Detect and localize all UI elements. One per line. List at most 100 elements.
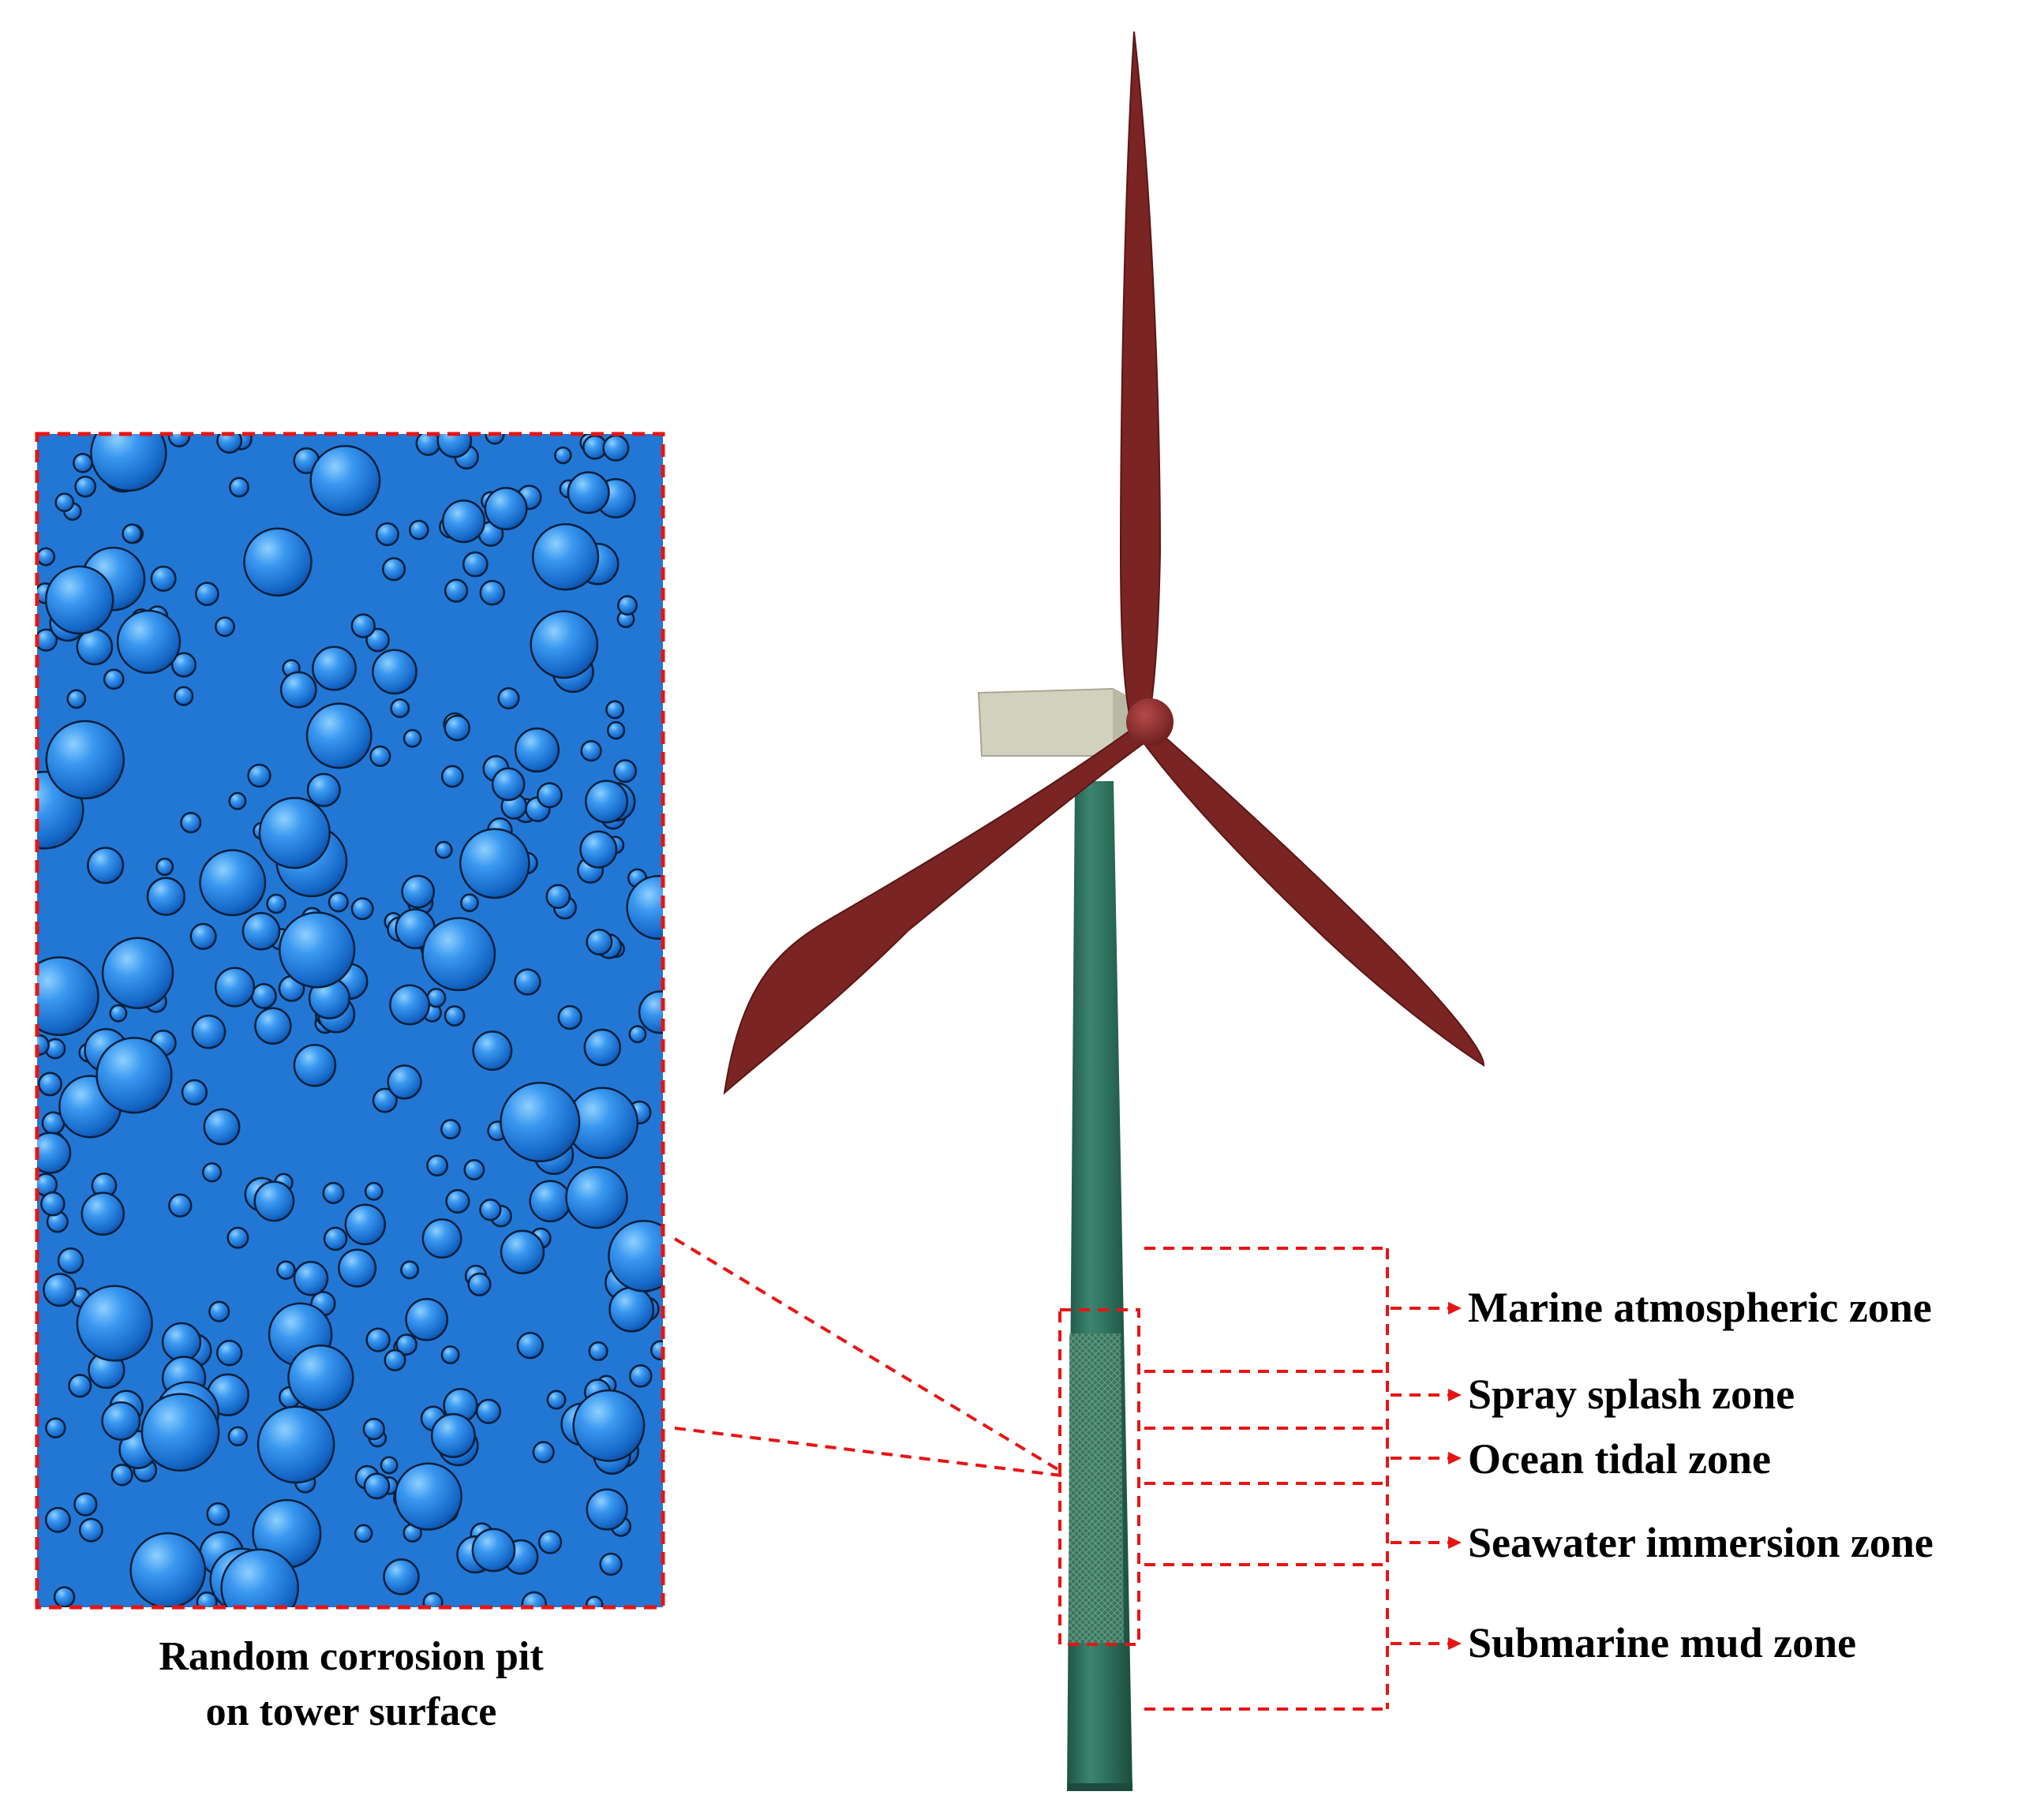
corrosion-pit xyxy=(354,1524,373,1543)
corrosion-pit xyxy=(168,1193,193,1217)
corrosion-pit xyxy=(215,616,235,638)
rotor-blades xyxy=(723,31,1485,1095)
corrosion-pit xyxy=(37,547,56,567)
corrosion-pit xyxy=(101,937,174,1009)
corrosion-pit xyxy=(181,1079,208,1106)
corrosion-pit xyxy=(189,922,217,950)
corrosion-pit xyxy=(122,523,143,544)
corrosion-pit xyxy=(516,1332,544,1360)
corrosion-pit xyxy=(445,1188,470,1214)
corrosion-pit xyxy=(500,1229,545,1274)
corrosion-pit xyxy=(380,1456,399,1475)
corrosion-pit xyxy=(201,1162,223,1183)
caption-line-1: Random corrosion pit xyxy=(159,1634,544,1679)
corrosion-pit xyxy=(150,565,177,592)
corrosion-pit xyxy=(74,475,97,498)
corrosion-pit xyxy=(441,499,486,544)
corrosion-pit xyxy=(382,557,406,582)
corrosion-pit xyxy=(44,1506,71,1533)
corrosion-pit xyxy=(602,434,630,462)
corrosion-pit xyxy=(430,1412,476,1458)
corrosion-pit xyxy=(626,874,663,941)
corrosion-pit xyxy=(514,968,541,996)
corrosion-pit xyxy=(497,686,520,710)
corrosion-pit xyxy=(101,1401,141,1441)
corrosion-pit xyxy=(229,477,249,498)
corrosion-pit xyxy=(167,434,191,448)
corrosion-pit xyxy=(387,1064,422,1100)
corrosion-pit xyxy=(254,1007,292,1045)
corrosion-pit xyxy=(344,1203,387,1246)
corrosion-pit xyxy=(372,649,417,695)
corrosion-pit xyxy=(467,1272,492,1296)
corrosion-pit xyxy=(220,1548,300,1607)
corrosion-pit xyxy=(129,1532,207,1607)
corrosion-pit xyxy=(287,1344,354,1412)
corrosion-pit xyxy=(95,1037,173,1114)
corrosion-pit xyxy=(565,1165,628,1229)
corrosion-pit xyxy=(196,1591,218,1607)
corrosion-pit xyxy=(472,1030,513,1072)
zone-label-marine-atmospheric: Marine atmospheric zone xyxy=(1468,1284,1932,1331)
zone-brackets xyxy=(1058,1247,1448,1711)
corrosion-pit xyxy=(227,1426,248,1446)
corrosion-pit xyxy=(116,609,182,675)
corrosion-pit xyxy=(530,610,599,679)
corrosion-pit xyxy=(606,721,626,740)
pit-panel-caption: Random corrosion pit on tower surface xyxy=(36,1629,667,1740)
corrosion-pit xyxy=(479,1199,502,1221)
corrosion-pit xyxy=(350,897,374,921)
caption-line-2: on tower surface xyxy=(205,1689,497,1734)
zone-arrowheads xyxy=(1448,1302,1462,1650)
corrosion-pit xyxy=(605,700,625,720)
corrosion-pit xyxy=(37,1131,72,1174)
corrosion-pit xyxy=(531,523,600,591)
corrosion-pit xyxy=(628,1025,647,1044)
corrosion-pit xyxy=(276,1260,296,1280)
corrosion-pit xyxy=(400,1260,420,1280)
corrosion-pit xyxy=(405,1297,449,1341)
corrosion-pit xyxy=(338,1248,377,1288)
corrosion-pit xyxy=(462,551,489,578)
corrosion-pit xyxy=(537,1530,563,1554)
zone-label-spray-splash: Spray splash zone xyxy=(1468,1371,1795,1418)
corrosion-pit xyxy=(247,763,271,788)
corrosion-pit xyxy=(109,1004,128,1023)
corrosion-pit xyxy=(521,1591,548,1607)
corrosion-pit xyxy=(170,652,197,678)
corrosion-pit xyxy=(140,1393,220,1472)
corrosion-pit xyxy=(532,1441,555,1464)
corrosion-pit xyxy=(250,982,277,1009)
corrosion-pit xyxy=(375,522,399,547)
corrosion-pit xyxy=(444,1005,466,1027)
corrosion-pit xyxy=(44,565,114,635)
corrosion-pit xyxy=(629,1364,653,1388)
corrosion-pit xyxy=(436,434,473,458)
corrosion-pit xyxy=(421,917,496,992)
corrosion-pit xyxy=(440,1345,460,1365)
corrosion-pit xyxy=(174,686,194,706)
corrosion-pit xyxy=(485,434,505,445)
corrosion-pit xyxy=(459,828,530,900)
corrosion-pit xyxy=(253,1180,295,1222)
corrosion-pit xyxy=(216,434,243,454)
corrosion-pit xyxy=(369,745,391,768)
corrosion-pit xyxy=(583,1028,622,1067)
corrosion-pit xyxy=(426,1154,448,1177)
corrosion-pit xyxy=(199,849,267,917)
corrosion-pit xyxy=(328,892,349,913)
corrosion-pit xyxy=(372,1087,398,1113)
corrosion-pit xyxy=(365,1327,391,1352)
corrosion-pit xyxy=(37,628,58,652)
corrosion-pit xyxy=(66,689,87,709)
blade-left xyxy=(723,724,1147,1095)
corrosion-pit xyxy=(305,702,372,769)
corrosion-pit xyxy=(554,446,572,465)
corrosion-pit xyxy=(557,1004,582,1030)
corrosion-pit xyxy=(279,671,317,709)
corrosion-pit xyxy=(146,877,186,916)
corrosion-pit xyxy=(479,579,506,606)
corrosion-pit xyxy=(580,739,602,762)
corrosion-pit xyxy=(444,578,469,603)
